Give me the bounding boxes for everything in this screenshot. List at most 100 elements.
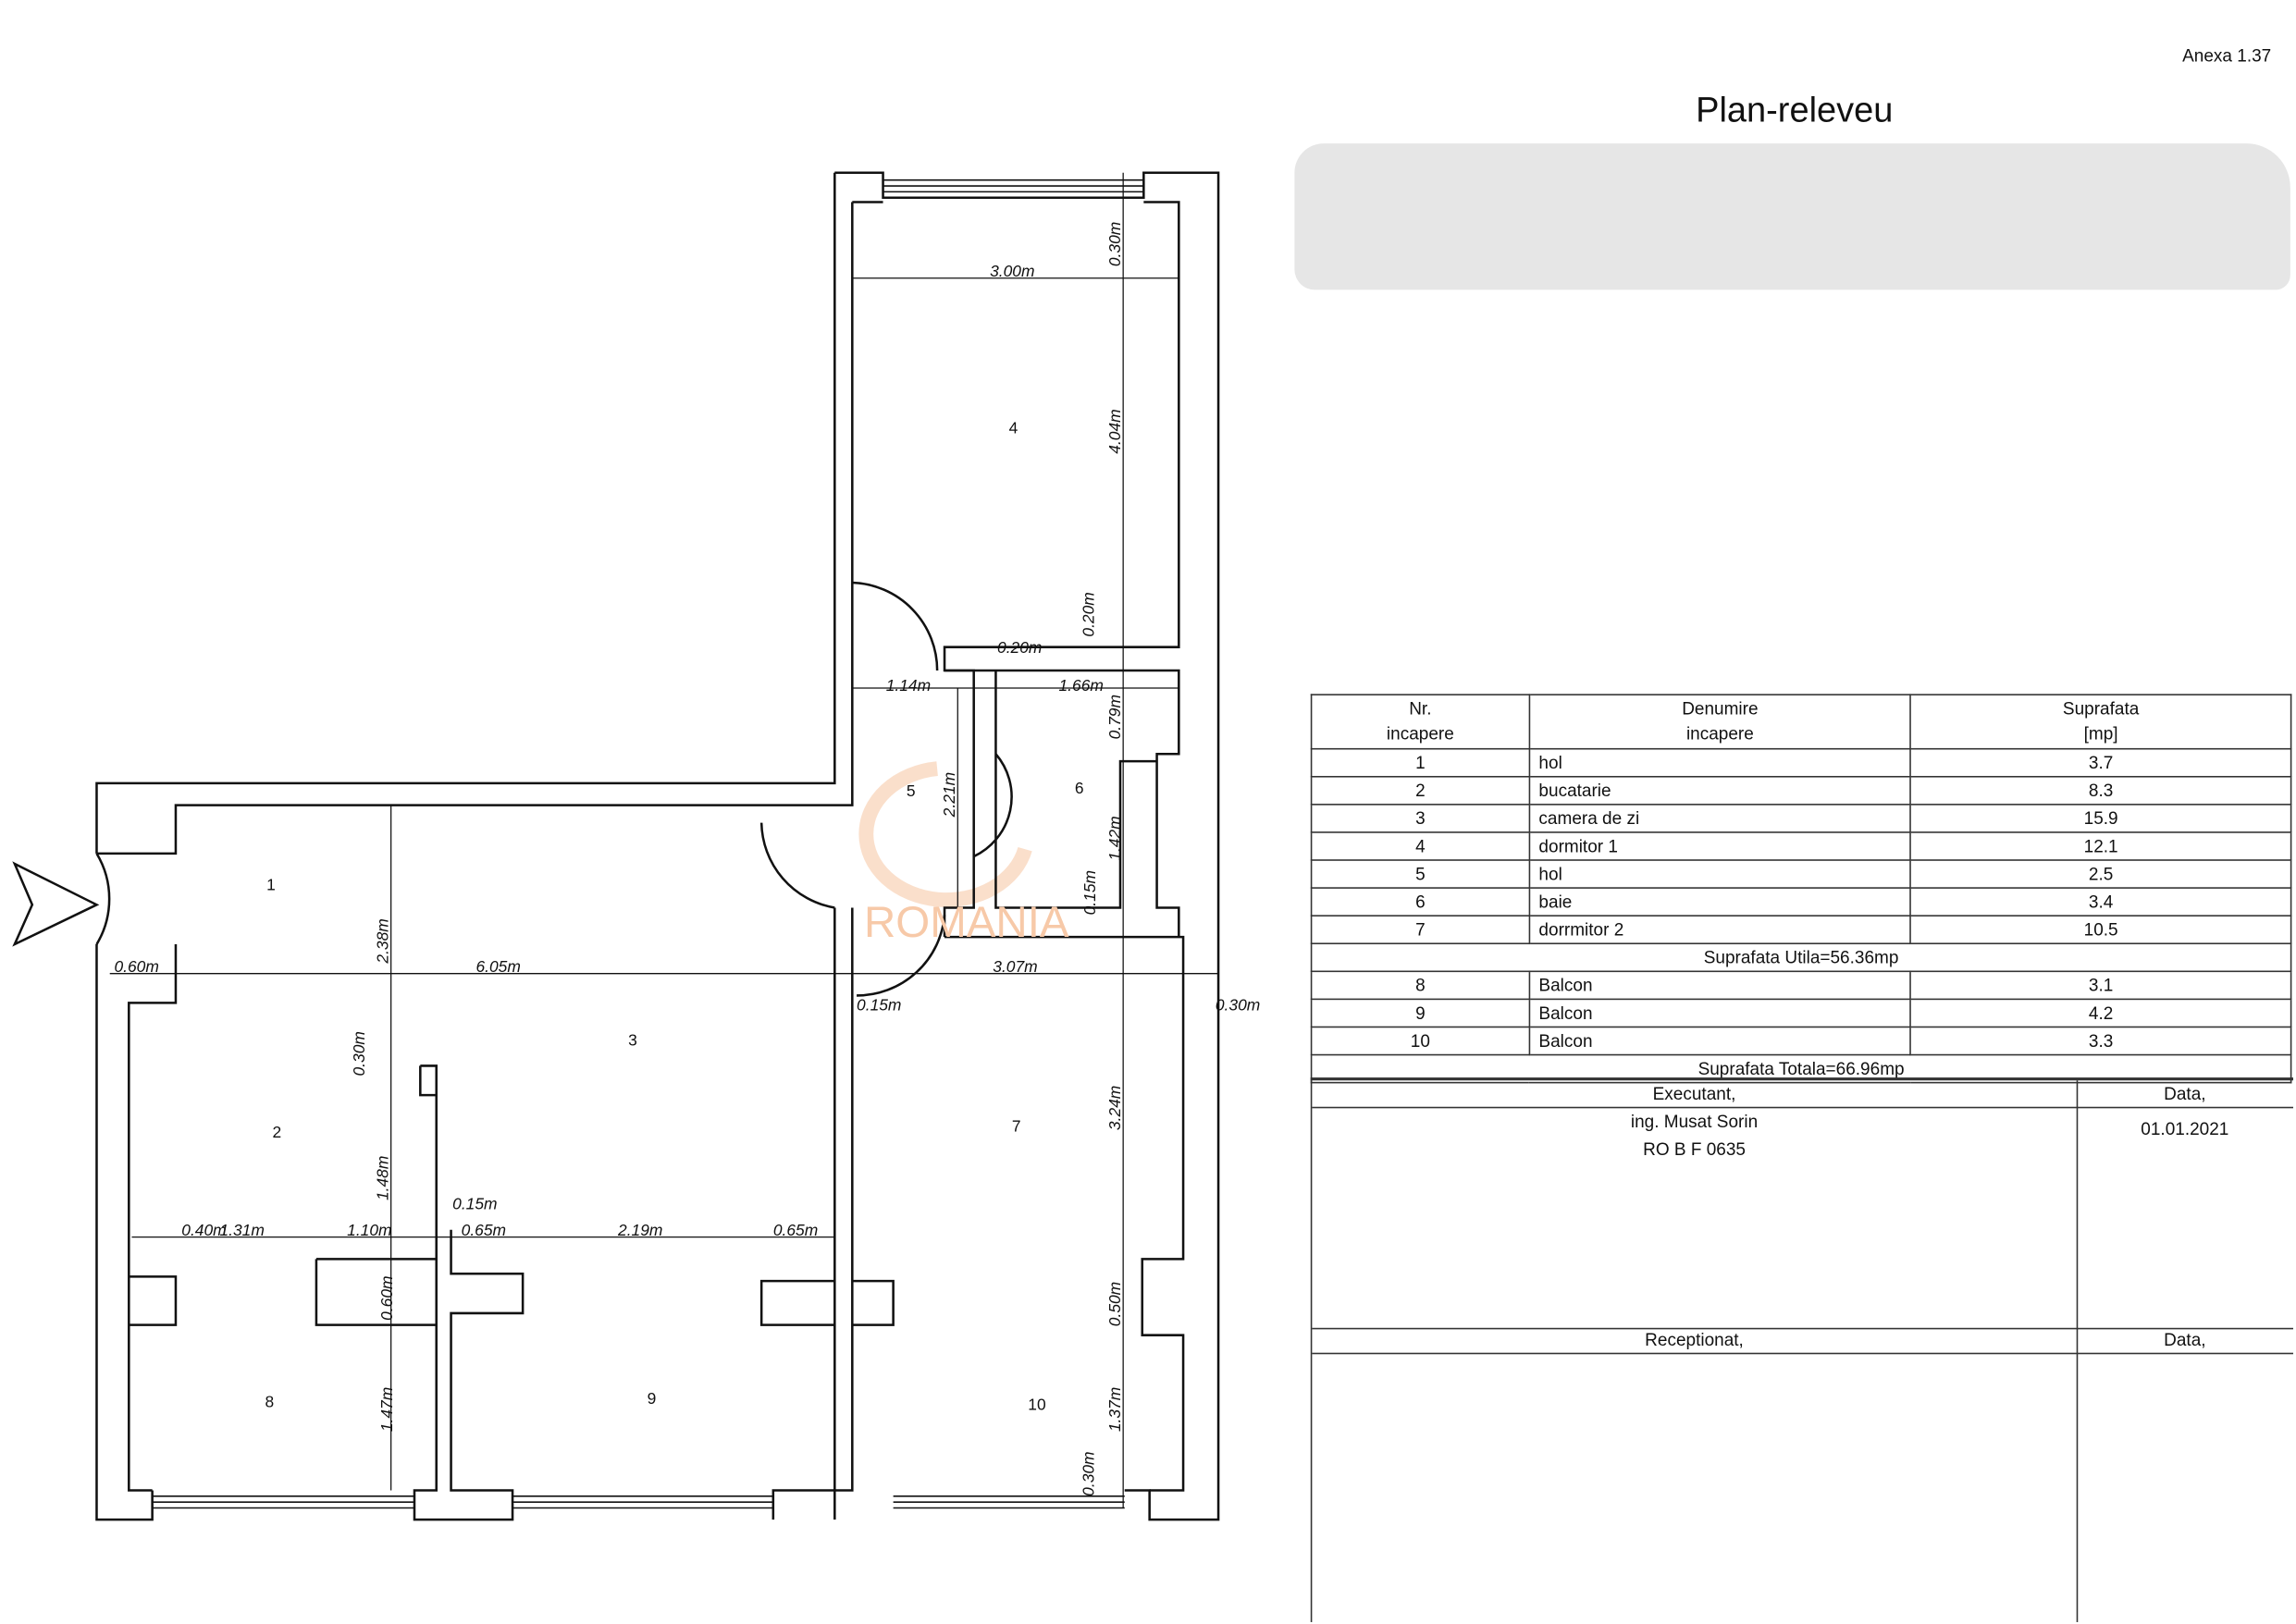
door-room-7 [857, 915, 946, 997]
room-number-cell: 10 [1310, 1026, 1530, 1056]
dimension-label: 0.60m [114, 957, 158, 976]
room-area-cell: 8.3 [1909, 775, 2292, 806]
column-header: Nr.incapere [1310, 694, 1530, 750]
kitchen-partition [315, 1064, 525, 1521]
room-name-cell: Balcon [1528, 970, 1912, 1001]
room-area-cell: 3.1 [1909, 970, 2292, 1001]
column-header: Suprafata[mp] [1909, 694, 2292, 750]
room-number: 4 [1009, 419, 1018, 437]
room-area-cell: 3.7 [1909, 747, 2292, 778]
entrance-arrow-icon [12, 861, 100, 947]
room-number: 8 [265, 1392, 275, 1410]
dimension-label: 1.47m [377, 1387, 396, 1432]
room-area-cell: 12.1 [1909, 831, 2292, 861]
dimension-label: 0.50m [1105, 1282, 1124, 1326]
dimension-label: 1.66m [1059, 676, 1104, 695]
dimension-label: 2.21m [940, 772, 958, 818]
dimension-label: 1.10m [347, 1221, 391, 1239]
room-number-cell: 3 [1310, 804, 1530, 833]
dimension-label: 3.24m [1105, 1086, 1124, 1130]
room-name-cell: bucatarie [1528, 775, 1912, 806]
room-name-cell: Balcon [1528, 1026, 1912, 1056]
date-label: Data, [2164, 1083, 2206, 1104]
windows-bottom [152, 1495, 1125, 1509]
room-number-cell: 4 [1310, 831, 1530, 861]
dimension-label: 2.38m [373, 918, 391, 964]
inner-wall [96, 201, 1185, 1492]
receptionat-label: Receptionat, [1645, 1329, 1744, 1350]
dimension-label: 0.20m [997, 638, 1042, 657]
dimension-label: 0.15m [1080, 870, 1099, 915]
dimension-label: 1.14m [886, 676, 931, 695]
dimension-label: 0.65m [462, 1221, 506, 1239]
room-area-cell: 3.4 [1909, 887, 2292, 917]
page-title: Plan-releveu [1696, 91, 1894, 130]
door-bathroom [973, 753, 1013, 858]
room-number: 10 [1028, 1395, 1045, 1413]
date-value: 01.01.2021 [2141, 1118, 2229, 1139]
room-number-cell: 6 [1310, 887, 1530, 917]
room-number: 7 [1012, 1117, 1021, 1136]
dimension-label: 0.20m [1080, 592, 1098, 636]
room-number: 9 [648, 1389, 657, 1408]
dimension-label: 1.48m [373, 1156, 391, 1200]
room-name-cell: baie [1528, 887, 1912, 917]
dimension-label: 0.30m [1216, 995, 1260, 1014]
room-name-cell: hol [1528, 859, 1912, 889]
redacted-area [1294, 143, 2290, 290]
room-area-cell: 15.9 [1909, 804, 2292, 833]
dimension-label: 3.00m [990, 262, 1034, 280]
watermark-text: ROMANIA [864, 898, 1069, 947]
room-number-cell: 8 [1310, 970, 1530, 1001]
dimension-label: 1.42m [1105, 816, 1124, 860]
room-name-cell: dormitor 1 [1528, 831, 1912, 861]
room-area-cell: 2.5 [1909, 859, 2292, 889]
room-name-cell: camera de zi [1528, 804, 1912, 833]
dimension-label: 0.60m [377, 1275, 396, 1320]
dimension-label: 0.15m [857, 995, 901, 1014]
dimension-label: 0.30m [1105, 222, 1124, 266]
dimension-label: 0.15m [452, 1195, 497, 1213]
room-area-cell: 10.5 [1909, 915, 2292, 945]
dimension-label: 3.07m [993, 957, 1037, 976]
dimension-label: 1.31m [219, 1221, 264, 1239]
room-area-cell: 4.2 [1909, 998, 2292, 1028]
window-top [883, 178, 1144, 193]
room-area-cell: 3.3 [1909, 1026, 2292, 1056]
dimension-label: 4.04m [1105, 409, 1124, 453]
entrance-door [95, 853, 111, 945]
room-number-cell: 5 [1310, 859, 1530, 889]
date-label-2: Data, [2164, 1329, 2206, 1350]
executant-id: RO B F 0635 [1643, 1138, 1746, 1160]
room-number: 5 [907, 781, 916, 800]
outer-wall [95, 171, 1220, 1521]
annex-label: Anexa 1.37 [2182, 45, 2272, 67]
room-name-cell: hol [1528, 747, 1912, 778]
dimension-label: 6.05m [475, 957, 520, 976]
room-number: 3 [628, 1030, 637, 1049]
dimension-label: 0.65m [773, 1221, 818, 1239]
executant-label: Executant, [1652, 1083, 1736, 1104]
room-number: 6 [1075, 779, 1084, 797]
usable-area-row: Suprafata Utila=56.36mp [1310, 942, 2292, 973]
room-number-cell: 9 [1310, 998, 1530, 1028]
partition-walls [759, 907, 895, 1520]
dimension-label: 0.30m [1080, 1451, 1098, 1495]
room-number-cell: 2 [1310, 775, 1530, 806]
dimension-label: 0.40m [181, 1221, 226, 1239]
door-room-4 [852, 581, 939, 671]
dimension-label: 0.79m [1105, 695, 1124, 739]
